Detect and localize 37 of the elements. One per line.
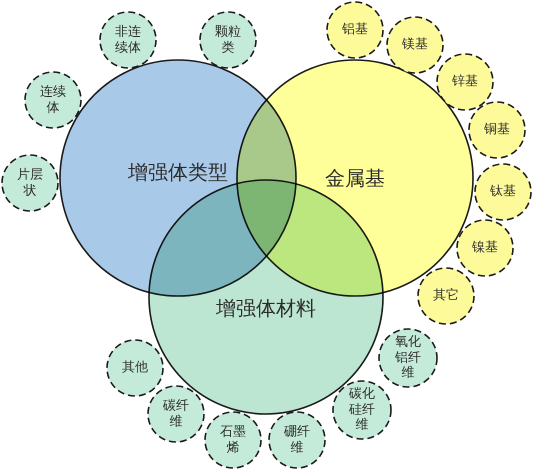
circle-label: 颗粒类	[214, 24, 242, 56]
category-circle	[198, 10, 258, 70]
circle-label: 连续体	[40, 84, 66, 116]
circle-label: 金属基	[325, 166, 385, 190]
category-circle	[105, 338, 165, 398]
circle-label: 碳纤维	[162, 398, 190, 430]
category-circle	[435, 52, 495, 112]
category-circle	[203, 410, 263, 470]
category-circle	[146, 384, 206, 444]
circle-label: 其他	[122, 360, 148, 376]
category-circle	[455, 218, 515, 278]
category-circle	[473, 162, 533, 222]
category-circle	[377, 327, 439, 389]
circle-label: 非连续体	[114, 24, 142, 56]
category-circle	[467, 100, 527, 160]
circle-label: 硼纤维	[284, 424, 310, 456]
category-circle	[416, 266, 476, 326]
circle-label: 增强体材料	[216, 296, 316, 320]
category-circle	[385, 15, 445, 75]
circle-label: 钛基	[490, 184, 516, 200]
circle-label: 石墨烯	[220, 424, 246, 456]
category-circle	[325, 0, 385, 60]
circle-label: 片层状	[16, 167, 44, 199]
circle-label: 镁基	[402, 37, 428, 53]
circle-label: 铝基	[342, 22, 368, 38]
circle-label: 其它	[432, 288, 460, 304]
category-circle	[98, 10, 158, 70]
circle-label: 锌基	[452, 74, 478, 90]
category-circle	[267, 410, 327, 470]
circle-label: 碳化硅纤维	[348, 386, 376, 434]
category-circle	[0, 153, 60, 213]
category-circle	[23, 70, 83, 130]
circle-label: 镍基	[472, 240, 498, 256]
circle-label: 氧化铝纤维	[394, 334, 422, 382]
circle-label: 增强体类型	[128, 160, 228, 184]
category-circle	[331, 379, 393, 441]
circle-label: 铜基	[484, 122, 510, 138]
